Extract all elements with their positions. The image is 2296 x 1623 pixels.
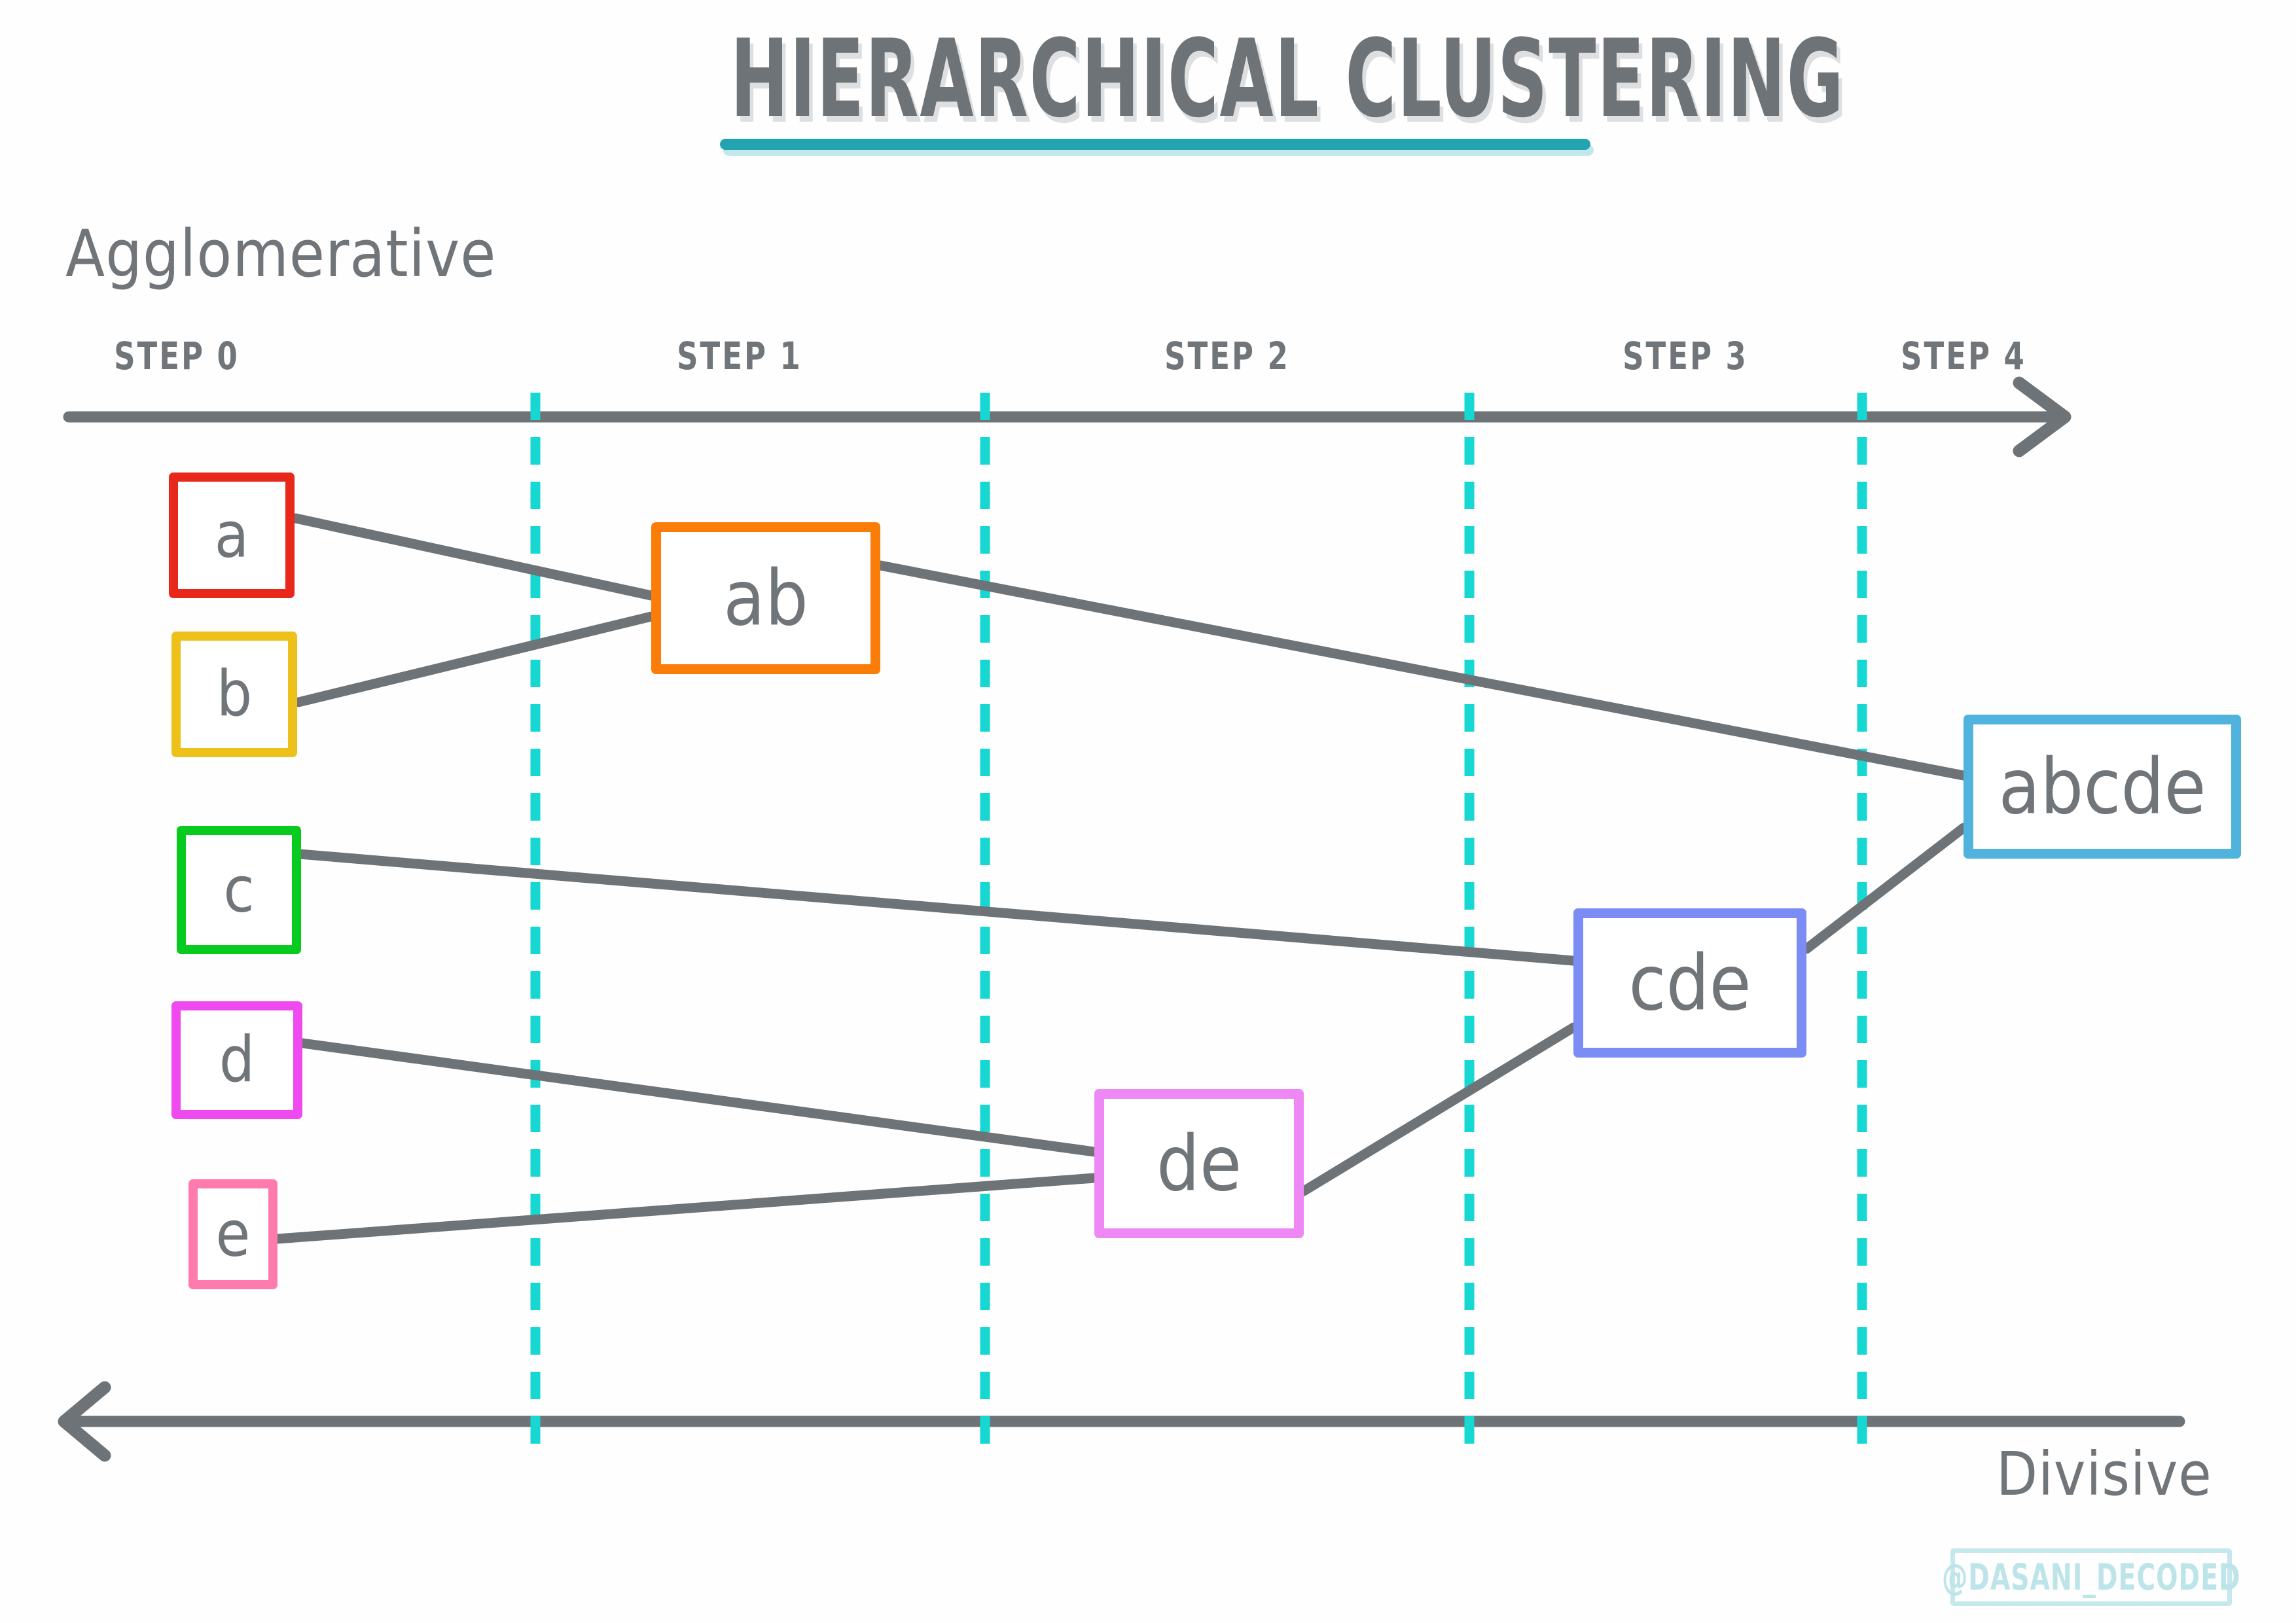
agglomerative-label: Agglomerative <box>65 216 497 292</box>
cluster-node-e[interactable]: e <box>188 1179 278 1289</box>
cluster-node-d[interactable]: d <box>171 1001 302 1119</box>
cluster-node-label-b: b <box>216 658 253 731</box>
cluster-node-label-de: de <box>1157 1118 1242 1209</box>
link-c-to-cde <box>295 849 1579 966</box>
top-axis-arrow <box>63 376 2072 457</box>
cluster-node-abcde[interactable]: abcde <box>1964 715 2241 859</box>
link-a-to-ab <box>291 513 656 601</box>
link-ab-to-abcde <box>875 560 1969 781</box>
step-label-1: STEP 1 <box>677 334 802 378</box>
link-b-to-ab <box>293 611 656 707</box>
cluster-node-label-cde: cde <box>1628 938 1751 1028</box>
cluster-node-c[interactable]: c <box>177 826 301 954</box>
watermark: @DASANI_DECODED <box>1942 1548 2240 1606</box>
watermark-text: @DASANI_DECODED <box>1941 1556 2241 1599</box>
step-label-3: STEP 3 <box>1623 334 1748 378</box>
cluster-node-label-ab: ab <box>723 553 808 643</box>
step-label-0: STEP 0 <box>114 334 240 378</box>
title-underline <box>720 139 1590 150</box>
link-cde-to-abcde <box>1801 823 1969 954</box>
bottom-axis-arrow <box>58 1381 2185 1462</box>
cluster-node-de[interactable]: de <box>1094 1089 1304 1238</box>
divisive-label: Divisive <box>1996 1440 2212 1510</box>
cluster-node-label-c: c <box>223 853 255 927</box>
cluster-node-cde[interactable]: cde <box>1573 908 1806 1058</box>
cluster-node-label-e: e <box>215 1198 251 1271</box>
link-e-to-de <box>272 1173 1100 1244</box>
link-d-to-de <box>297 1038 1100 1157</box>
link-de-to-cde <box>1299 1022 1579 1196</box>
cluster-node-label-d: d <box>219 1024 255 1097</box>
cluster-node-label-abcde: abcde <box>1998 741 2206 832</box>
step-label-4: STEP 4 <box>1901 334 2026 378</box>
cluster-node-b[interactable]: b <box>171 632 297 757</box>
cluster-node-ab[interactable]: ab <box>651 522 880 674</box>
step-label-2: STEP 2 <box>1164 334 1290 378</box>
cluster-node-label-a: a <box>214 499 249 572</box>
cluster-links <box>272 513 1969 1244</box>
cluster-node-a[interactable]: a <box>169 473 295 598</box>
